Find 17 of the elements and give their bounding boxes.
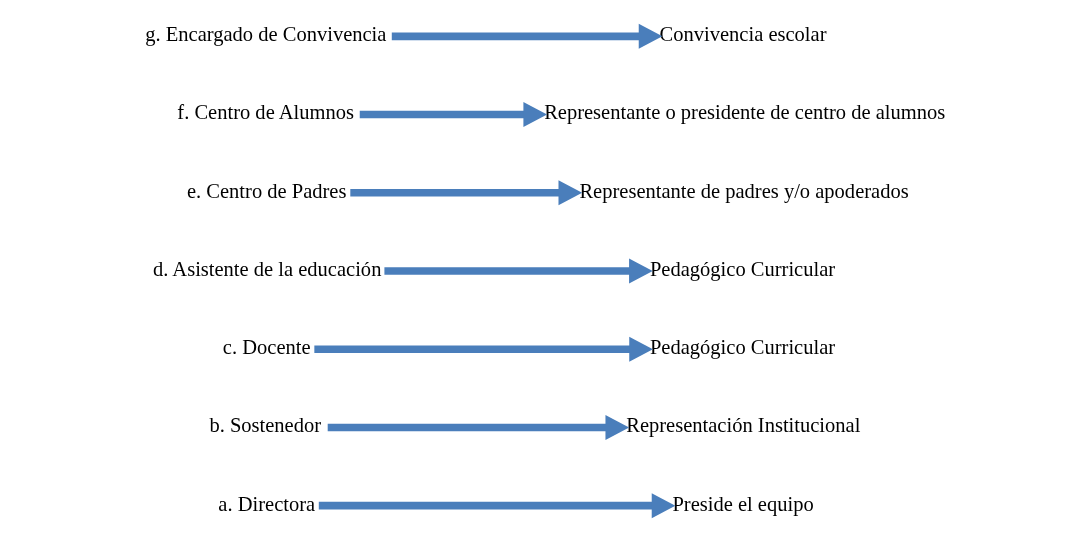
node-text: f. Centro de Alumnos bbox=[176, 101, 354, 124]
node-text: Pedagógico Curricular bbox=[649, 336, 835, 359]
node-text: g. Encargado de Convivencia bbox=[144, 23, 386, 46]
node-text: b. Sostenedor bbox=[208, 414, 321, 437]
node-text: a. Directora bbox=[217, 492, 315, 515]
node-text: Convivencia escolar bbox=[659, 23, 826, 46]
node-text: d. Asistente de la educación bbox=[152, 257, 381, 280]
node-text: Pedagógico Curricular bbox=[649, 257, 835, 280]
node-text: Preside el equipo bbox=[671, 492, 814, 515]
arrow bbox=[349, 180, 582, 206]
node-text: e. Centro de Padres bbox=[186, 179, 346, 202]
arrow bbox=[383, 258, 653, 284]
node-text: c. Docente bbox=[222, 336, 311, 359]
node-text: Representación Institucional bbox=[625, 414, 860, 437]
node-text: Representante de padres y/o apoderados bbox=[578, 179, 909, 202]
node-text: Representante o presidente de centro de alumnos bbox=[543, 101, 945, 124]
arrow bbox=[313, 336, 653, 362]
